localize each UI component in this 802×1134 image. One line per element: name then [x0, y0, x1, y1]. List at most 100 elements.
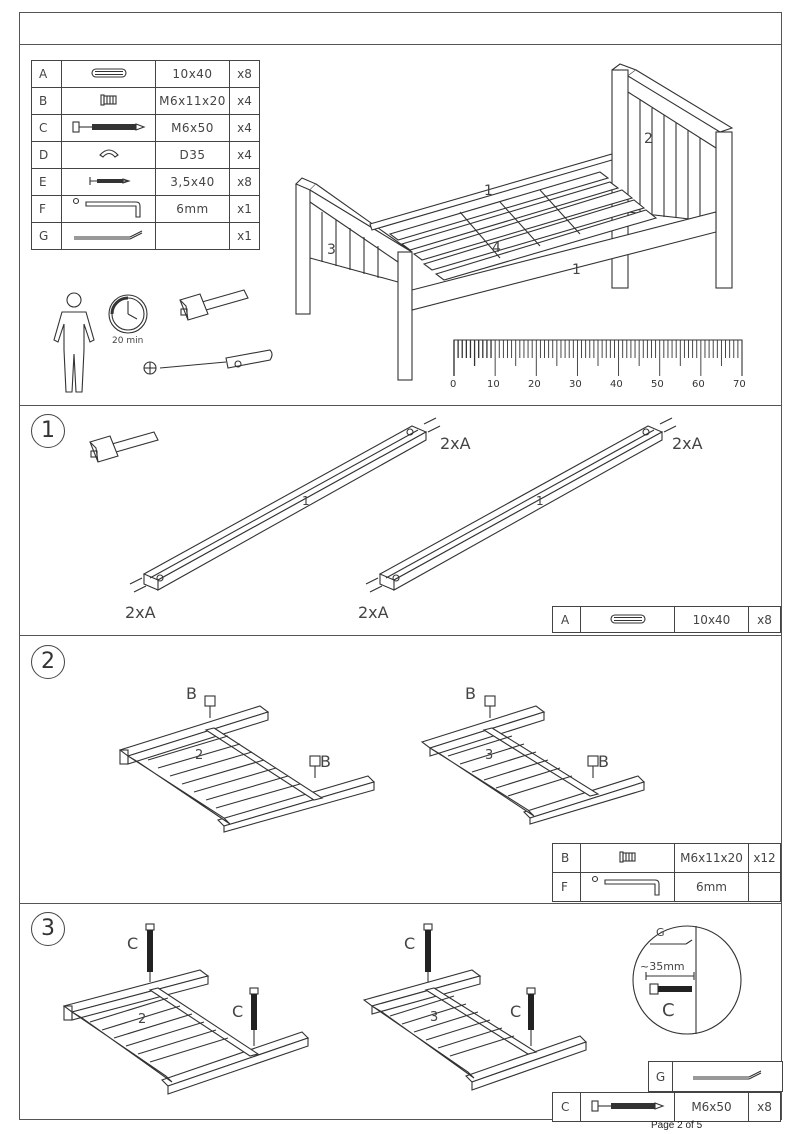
part-code: B [31, 87, 62, 115]
parts-row: F 6mm [552, 872, 781, 902]
part-qty: x1 [229, 222, 260, 250]
time-label: 20 min [112, 336, 144, 346]
dowel-icon [61, 60, 156, 88]
screwdriver-icon [143, 349, 273, 375]
connector-nut-icon [204, 695, 216, 718]
part-code: G [31, 222, 62, 250]
step1-divider [19, 405, 782, 406]
part-code: D [31, 141, 62, 169]
rod-tool-icon [672, 1061, 783, 1092]
dowel-callout: 2xA [358, 603, 389, 622]
step-number: 2 [31, 645, 65, 679]
bolt-icon [61, 114, 156, 142]
parts-row: F 6mm x1 [31, 195, 260, 223]
part-size: M6x50 [674, 1092, 749, 1122]
mallet-icon [179, 289, 249, 321]
header-divider [19, 44, 782, 45]
part-qty: x8 [748, 606, 781, 633]
b-callout: B [320, 752, 331, 771]
part-qty [748, 872, 781, 902]
side-rail-illustration [129, 417, 441, 593]
b-callout: B [186, 684, 197, 703]
detail-measure-label: ~35mm [640, 960, 685, 973]
bracket-icon [61, 141, 156, 169]
part-code: C [552, 1092, 581, 1122]
headboard-frame-2-illustration [118, 705, 376, 833]
mallet-icon [89, 431, 159, 463]
parts-list-table: A 10x40 x8 B M6x11x20 x4 C M6x50 x4 D D3… [31, 60, 260, 250]
parts-row: A 10x40 x8 [31, 60, 260, 88]
part-size: 3,5x40 [155, 168, 230, 196]
allen-key-icon [61, 195, 156, 223]
part-size: M6x50 [155, 114, 230, 142]
ruler-label: 30 [569, 379, 582, 390]
parts-row: D D35 x4 [31, 141, 260, 169]
part-size: M6x11x20 [674, 843, 749, 873]
rail-label: 1 [302, 494, 310, 508]
step1-parts-table: A 10x40 x8 [552, 606, 781, 633]
part-code: F [31, 195, 62, 223]
detail-g-label: G [656, 926, 665, 939]
part-qty: x12 [748, 843, 781, 873]
b-callout: B [465, 684, 476, 703]
part-code: C [31, 114, 62, 142]
b-callout: B [598, 752, 609, 771]
page-frame [19, 12, 782, 1120]
dowel-callout: 2xA [672, 434, 703, 453]
rail-label: 1 [536, 494, 544, 508]
part-size: M6x11x20 [155, 87, 230, 115]
part-size: 6mm [155, 195, 230, 223]
part-number-label: 1 [484, 183, 493, 199]
part-code: A [552, 606, 581, 633]
two-person-icon [53, 292, 95, 393]
parts-row: C M6x50 x8 [552, 1092, 781, 1122]
connector-nut-icon [309, 755, 321, 778]
bolt-icon [249, 987, 259, 1046]
part-qty: x4 [229, 114, 260, 142]
part-qty: x8 [229, 60, 260, 88]
panel-label: 3 [485, 748, 494, 763]
ruler-label: 20 [528, 379, 541, 390]
bolt-icon [526, 987, 536, 1046]
part-size [155, 222, 230, 250]
step2-divider [19, 635, 782, 636]
bolt-icon [423, 923, 433, 982]
part-code: F [552, 872, 581, 902]
part-qty: x1 [229, 195, 260, 223]
ruler-label: 10 [487, 379, 500, 390]
parts-row: G [648, 1061, 783, 1092]
part-qty: x8 [748, 1092, 781, 1122]
footboard-frame-3-illustration [420, 705, 646, 825]
rod-tool-icon [61, 222, 156, 250]
step3-g-table: G [648, 1061, 783, 1092]
part-size: 10x40 [155, 60, 230, 88]
part-code: A [31, 60, 62, 88]
detail-c-label: C [662, 1000, 675, 1021]
part-number-label: 1 [572, 262, 581, 278]
step3-divider [19, 903, 782, 904]
part-qty: x4 [229, 87, 260, 115]
dowel-callout: 2xA [440, 434, 471, 453]
detail-zoom-circle [632, 925, 742, 1035]
connector-nut-icon [61, 87, 156, 115]
part-number-label: 4 [492, 240, 501, 256]
part-number-label: 3 [327, 242, 336, 258]
part-size: D35 [155, 141, 230, 169]
ruler-label: 70 [733, 379, 746, 390]
parts-row: C M6x50 x4 [31, 114, 260, 142]
bolt-icon [145, 923, 155, 982]
assembled-bed-illustration [295, 63, 734, 381]
part-qty: x8 [229, 168, 260, 196]
dowel-icon [580, 606, 675, 633]
headboard-frame-2-illustration [62, 969, 310, 1095]
parts-row: B M6x11x20 x12 [552, 843, 781, 873]
page-number: Page 2 of 5 [651, 1120, 703, 1131]
part-qty: x4 [229, 141, 260, 169]
step-number: 1 [31, 414, 65, 448]
wood-screw-icon [61, 168, 156, 196]
part-code: G [648, 1061, 673, 1092]
ruler-label: 50 [651, 379, 664, 390]
c-callout: C [127, 934, 139, 953]
measuring-ruler [453, 339, 743, 376]
connector-nut-icon [587, 755, 599, 778]
